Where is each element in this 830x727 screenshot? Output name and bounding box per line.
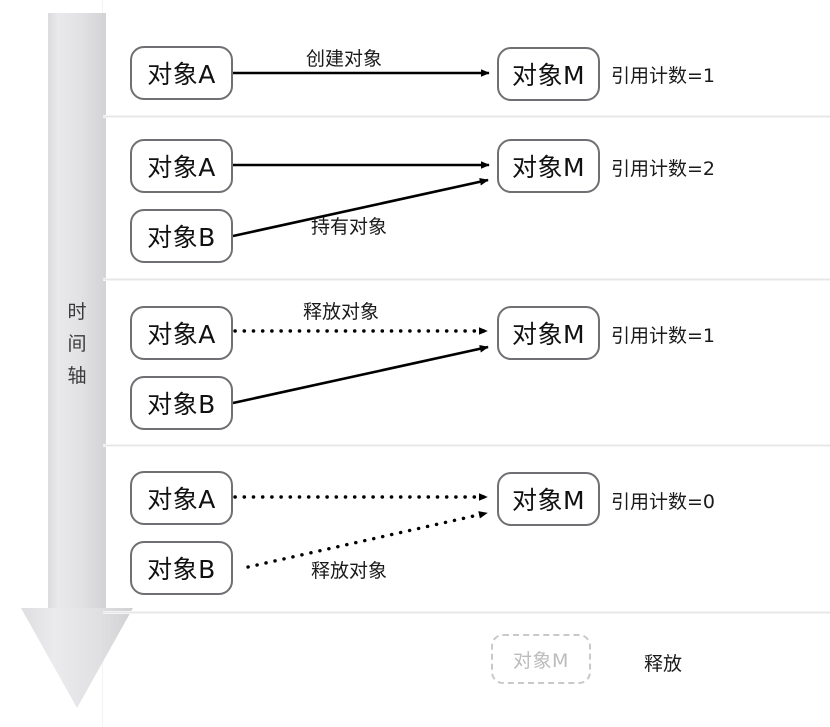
row-1-object-m-box[interactable]: 对象M bbox=[497, 47, 600, 101]
timeline-label-char-2: 间 bbox=[67, 333, 87, 355]
row-separator-1 bbox=[103, 115, 830, 118]
row-3-object-b-box[interactable]: 对象B bbox=[130, 376, 233, 430]
row-1-object-a-label: 对象A bbox=[147, 60, 216, 89]
row-3-object-b-label: 对象B bbox=[147, 390, 216, 419]
row-2-object-m-label: 对象M bbox=[511, 153, 586, 182]
row-3-object-a-box[interactable]: 对象A bbox=[130, 306, 233, 360]
row-4-caption: 引用计数=0 bbox=[611, 491, 716, 513]
row-2-object-b-label: 对象B bbox=[147, 223, 216, 252]
timeline-label-char-3: 轴 bbox=[67, 365, 87, 387]
row-3-caption: 引用计数=1 bbox=[611, 325, 716, 347]
panel-left-edge bbox=[102, 0, 103, 727]
row-5-object-m-ghost-label: 对象M bbox=[513, 649, 569, 672]
row-1-caption: 引用计数=1 bbox=[611, 65, 716, 87]
row-2-caption: 引用计数=2 bbox=[611, 158, 716, 180]
row-4-object-b-label: 对象B bbox=[147, 555, 216, 584]
row-4-edge-label-b: 释放对象 bbox=[311, 560, 388, 582]
row-2-object-b-box[interactable]: 对象B bbox=[130, 209, 233, 263]
row-separator-3 bbox=[103, 444, 830, 447]
row-3-edge-label-a: 释放对象 bbox=[303, 301, 380, 323]
row-3-object-m-box[interactable]: 对象M bbox=[497, 306, 600, 360]
row-3-object-m-label: 对象M bbox=[511, 320, 586, 349]
row-1-object-a-box[interactable]: 对象A bbox=[130, 46, 233, 100]
row-1-edge-label: 创建对象 bbox=[306, 48, 383, 70]
row-4-object-b-box[interactable]: 对象B bbox=[130, 541, 233, 595]
row-2-object-m-box[interactable]: 对象M bbox=[497, 139, 600, 193]
row-separator-4 bbox=[103, 611, 830, 614]
row-3-object-a-label: 对象A bbox=[147, 320, 216, 349]
row-1-object-m-label: 对象M bbox=[511, 61, 586, 90]
row-5-caption: 释放 bbox=[644, 653, 683, 675]
row-5-object-m-ghost-box: 对象M bbox=[491, 634, 591, 684]
row-2-edge-label-b: 持有对象 bbox=[311, 216, 388, 238]
row-4-object-m-box[interactable]: 对象M bbox=[497, 472, 600, 526]
row-4-object-m-label: 对象M bbox=[511, 486, 586, 515]
edge-row3-b-to-m bbox=[232, 345, 489, 405]
row-2-object-a-box[interactable]: 对象A bbox=[130, 139, 233, 193]
row-separator-2 bbox=[103, 278, 830, 281]
timeline-label-char-1: 时 bbox=[67, 301, 87, 323]
timeline-label: 时 间 轴 bbox=[60, 296, 94, 392]
row-4-object-a-label: 对象A bbox=[147, 485, 216, 514]
row-2-object-a-label: 对象A bbox=[147, 153, 216, 182]
row-4-object-a-box[interactable]: 对象A bbox=[130, 471, 233, 525]
